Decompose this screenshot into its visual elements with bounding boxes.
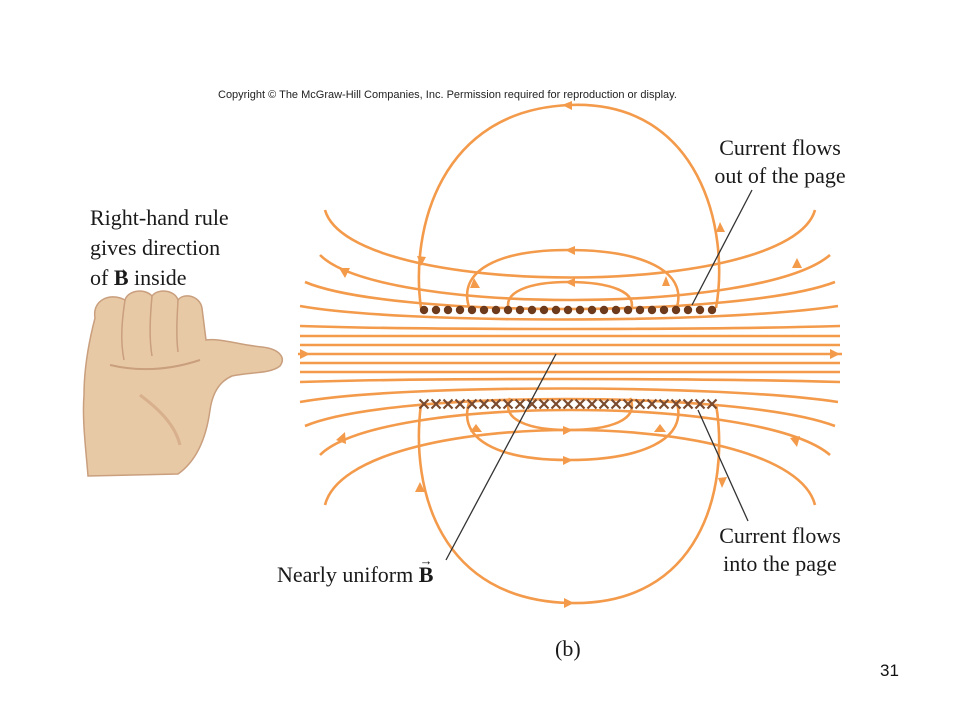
winding-cross — [682, 398, 694, 410]
winding-cross — [514, 398, 526, 410]
winding-cross — [670, 398, 682, 410]
rhr-line-3: of →B inside — [90, 261, 229, 293]
winding-cross — [586, 398, 598, 410]
callout-out-line-2: out of the page — [714, 163, 846, 188]
winding-dot — [539, 305, 549, 315]
nearly-uniform-label: Nearly uniform →B — [277, 553, 434, 587]
winding-cross — [646, 398, 658, 410]
winding-dot — [635, 305, 645, 315]
rhr-suffix: inside — [128, 265, 187, 290]
winding-cross — [466, 398, 478, 410]
winding-cross — [490, 398, 502, 410]
winding-dot — [491, 305, 501, 315]
winding-cross — [694, 398, 706, 410]
winding-cross — [634, 398, 646, 410]
winding-dot — [659, 305, 669, 315]
b-vector-symbol-uniform: →B — [418, 553, 434, 587]
winding-cross — [550, 398, 562, 410]
winding-cross — [442, 398, 454, 410]
rhr-line-1: Right-hand rule — [90, 205, 229, 230]
winding-dot — [575, 305, 585, 315]
winding-dot — [419, 305, 429, 315]
winding-dot — [695, 305, 705, 315]
rhr-line-2: gives direction — [90, 235, 221, 260]
field-arrowheads — [300, 101, 840, 608]
winding-dot — [599, 305, 609, 315]
callout-current-out: Current flows out of the page — [705, 134, 855, 190]
winding-dot — [527, 305, 537, 315]
winding-dot — [515, 305, 525, 315]
winding-dot — [563, 305, 573, 315]
winding-cross — [622, 398, 634, 410]
winding-cross — [562, 398, 574, 410]
figure-caption: (b) — [555, 636, 581, 661]
winding-cross — [502, 398, 514, 410]
current-into-crosses — [418, 398, 718, 410]
winding-dot — [431, 305, 441, 315]
copyright-notice: Copyright © The McGraw-Hill Companies, I… — [218, 89, 677, 101]
callout-current-into: Current flows into the page — [705, 522, 855, 578]
winding-cross — [430, 398, 442, 410]
winding-dot — [683, 305, 693, 315]
winding-cross — [574, 398, 586, 410]
winding-dot — [623, 305, 633, 315]
winding-dot — [707, 305, 717, 315]
winding-dot — [467, 305, 477, 315]
winding-cross — [418, 398, 430, 410]
callout-into-line-1: Current flows — [719, 523, 841, 548]
callout-into-line-2: into the page — [723, 551, 837, 576]
winding-cross — [658, 398, 670, 410]
winding-dot — [455, 305, 465, 315]
winding-dot — [479, 305, 489, 315]
winding-dot — [587, 305, 597, 315]
vector-arrow: → — [419, 553, 433, 568]
winding-cross — [538, 398, 550, 410]
winding-dot — [551, 305, 561, 315]
current-out-dots — [419, 305, 717, 315]
callout-leader-lines — [445, 189, 753, 561]
winding-dot — [671, 305, 681, 315]
winding-dot — [503, 305, 513, 315]
winding-cross — [478, 398, 490, 410]
winding-cross — [454, 398, 466, 410]
winding-cross — [526, 398, 538, 410]
winding-dot — [647, 305, 657, 315]
rhr-prefix: of — [90, 265, 114, 290]
right-hand-rule-label: Right-hand rule gives direction of →B in… — [90, 203, 229, 293]
winding-dot — [611, 305, 621, 315]
winding-cross — [598, 398, 610, 410]
winding-dot — [443, 305, 453, 315]
winding-cross — [610, 398, 622, 410]
vector-arrow: → — [114, 261, 128, 276]
b-vector-symbol: →B — [114, 261, 129, 293]
slide-number: 31 — [880, 661, 899, 680]
winding-cross — [706, 398, 718, 410]
callout-out-line-1: Current flows — [719, 135, 841, 160]
right-hand-thumb-icon — [82, 290, 283, 477]
